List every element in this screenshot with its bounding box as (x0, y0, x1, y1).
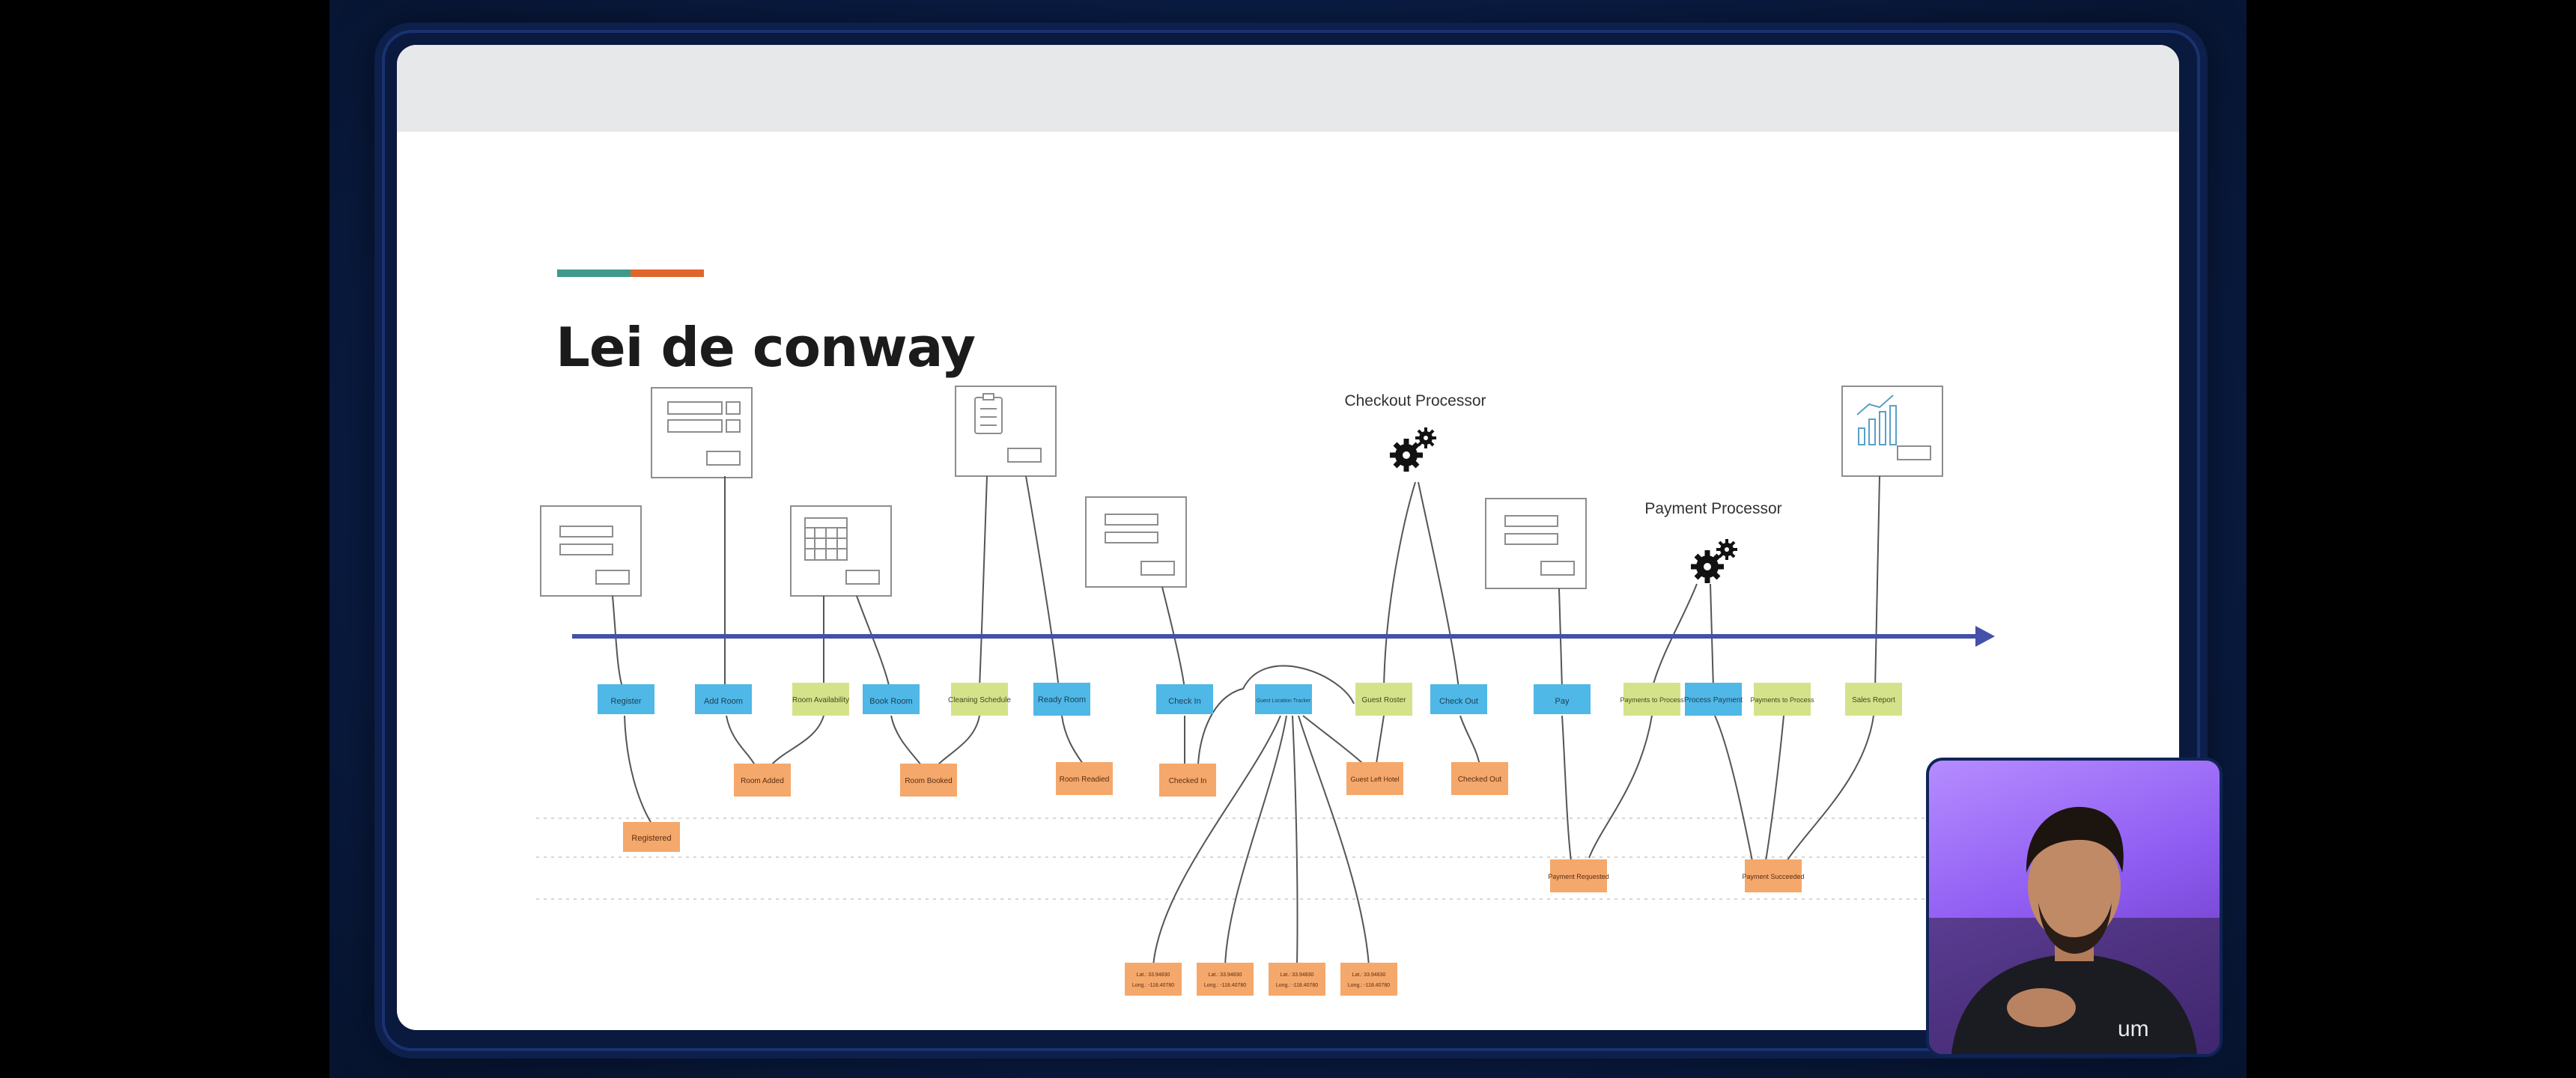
svg-text:Check In: Check In (1168, 697, 1200, 706)
presenter-face (2028, 829, 2121, 943)
sticky-payment-succeeded[interactable]: Payment Succeeded (1742, 859, 1805, 892)
sticky-payments-to-process-2[interactable]: Payments to Process (1750, 683, 1814, 716)
slide-top-bar (397, 45, 2179, 132)
sticky-register[interactable]: Register (598, 684, 654, 714)
svg-text:Cleaning Schedule: Cleaning Schedule (948, 696, 1011, 704)
event-storming-diagram: Checkout Processor Payment Processor (536, 270, 2082, 996)
slide-title: Lei de conway (556, 316, 976, 379)
svg-text:Long.: -118.40780: Long.: -118.40780 (1132, 983, 1174, 988)
svg-text:Guest Roster: Guest Roster (1362, 696, 1407, 704)
svg-text:Lat.: 33.94830: Lat.: 33.94830 (1352, 972, 1386, 978)
sticky-payments-to-process-1[interactable]: Payments to Process (1620, 683, 1684, 716)
command-stickies: Register Add Room Room Availability Book… (598, 683, 1902, 716)
sticky-room-added[interactable]: Room Added (734, 764, 791, 797)
timeline-arrowhead (1975, 626, 1995, 647)
checkout-processor-gear-icon (1390, 427, 1436, 472)
svg-text:Sales Report: Sales Report (1852, 696, 1895, 704)
svg-text:Check Out: Check Out (1439, 697, 1478, 706)
sticky-add-room[interactable]: Add Room (695, 684, 752, 714)
svg-text:Room Booked: Room Booked (905, 777, 952, 785)
svg-text:Checked In: Checked In (1169, 777, 1207, 785)
svg-text:Payment Succeeded: Payment Succeeded (1742, 873, 1804, 880)
sticky-check-out[interactable]: Check Out (1430, 684, 1487, 714)
sticky-check-in[interactable]: Check In (1156, 684, 1213, 714)
svg-text:Long.: -118.40780: Long.: -118.40780 (1276, 983, 1318, 988)
svg-text:Lat.: 33.94830: Lat.: 33.94830 (1137, 972, 1170, 978)
svg-text:Payments to Process: Payments to Process (1620, 696, 1684, 704)
svg-text:Payment Requested: Payment Requested (1548, 873, 1609, 880)
accent-bar-orange (631, 270, 704, 277)
checkout-processor-label: Checkout Processor (1344, 392, 1486, 409)
accent-bar-teal (557, 270, 631, 277)
svg-text:Registered: Registered (631, 834, 671, 843)
svg-text:Register: Register (611, 697, 642, 706)
svg-text:Room Readied: Room Readied (1060, 776, 1110, 784)
payment-processor-gear-icon (1691, 539, 1737, 583)
svg-text:Long.: -118.40780: Long.: -118.40780 (1348, 983, 1390, 988)
sticky-sales-report[interactable]: Sales Report (1845, 683, 1902, 716)
sticky-checked-in[interactable]: Checked In (1159, 764, 1216, 797)
sticky-process-payment[interactable]: Process Payment (1684, 683, 1743, 716)
wireframe-calendar (790, 505, 892, 597)
sticky-payment-requested[interactable]: Payment Requested (1548, 859, 1609, 892)
wireframe-register-form (540, 505, 642, 597)
presenter-beard (2038, 903, 2112, 954)
presenter-figure: um (1929, 806, 2220, 1054)
payment-processor-label: Payment Processor (1644, 500, 1781, 517)
slide-screen: Checkout Processor Payment Processor (397, 45, 2179, 1030)
sticky-guest-left-hotel[interactable]: Guest Left Hotel (1346, 762, 1403, 795)
sticky-room-booked[interactable]: Room Booked (900, 764, 957, 797)
svg-text:Room Availability: Room Availability (792, 696, 849, 704)
wireframes (540, 386, 1943, 597)
svg-text:Pay: Pay (1555, 697, 1570, 706)
svg-text:Lat.: 33.94830: Lat.: 33.94830 (1281, 972, 1314, 978)
wireframe-check-in-form (1085, 496, 1187, 588)
sticky-cleaning-schedule[interactable]: Cleaning Schedule (948, 683, 1011, 716)
shirt-logo-text: um (2118, 1017, 2149, 1041)
wireframe-add-room-form (651, 387, 753, 478)
svg-text:Payments to Process: Payments to Process (1750, 696, 1814, 704)
svg-text:Checked Out: Checked Out (1458, 776, 1502, 784)
svg-text:Ready Room: Ready Room (1038, 695, 1086, 704)
presenter-hands (2007, 988, 2076, 1027)
svg-text:Room Added: Room Added (741, 777, 784, 785)
sticky-registered[interactable]: Registered (623, 822, 680, 852)
svg-text:Add Room: Add Room (704, 697, 743, 706)
sticky-book-room[interactable]: Book Room (863, 684, 920, 714)
presenter-webcam: um (1926, 758, 2223, 1057)
svg-text:Guest Location Tracker: Guest Location Tracker (1257, 698, 1311, 704)
svg-text:Process Payment: Process Payment (1684, 696, 1743, 704)
wireframe-pay-form (1485, 498, 1587, 589)
sticky-room-readied[interactable]: Room Readied (1056, 762, 1113, 795)
sticky-guest-tracker[interactable]: Guest Location Tracker (1255, 684, 1312, 714)
svg-text:Lat.: 33.94830: Lat.: 33.94830 (1209, 972, 1242, 978)
sticky-room-availability[interactable]: Room Availability (792, 683, 849, 716)
sticky-checked-out[interactable]: Checked Out (1451, 762, 1508, 795)
svg-text:Guest Left Hotel: Guest Left Hotel (1350, 776, 1399, 783)
event-stickies: Registered Room Added Room Booked Room R… (623, 762, 1805, 892)
sticky-ready-room[interactable]: Ready Room (1033, 683, 1090, 716)
svg-text:Long.: -118.40780: Long.: -118.40780 (1204, 983, 1246, 988)
swimlanes (536, 817, 2082, 900)
wireframe-cleaning-checklist (955, 386, 1057, 477)
svg-text:Book Room: Book Room (869, 697, 912, 706)
sticky-guest-roster[interactable]: Guest Roster (1355, 683, 1412, 716)
wireframe-sales-chart (1841, 386, 1943, 477)
presenter-hair (2026, 806, 2124, 873)
sticky-pay[interactable]: Pay (1534, 684, 1591, 714)
